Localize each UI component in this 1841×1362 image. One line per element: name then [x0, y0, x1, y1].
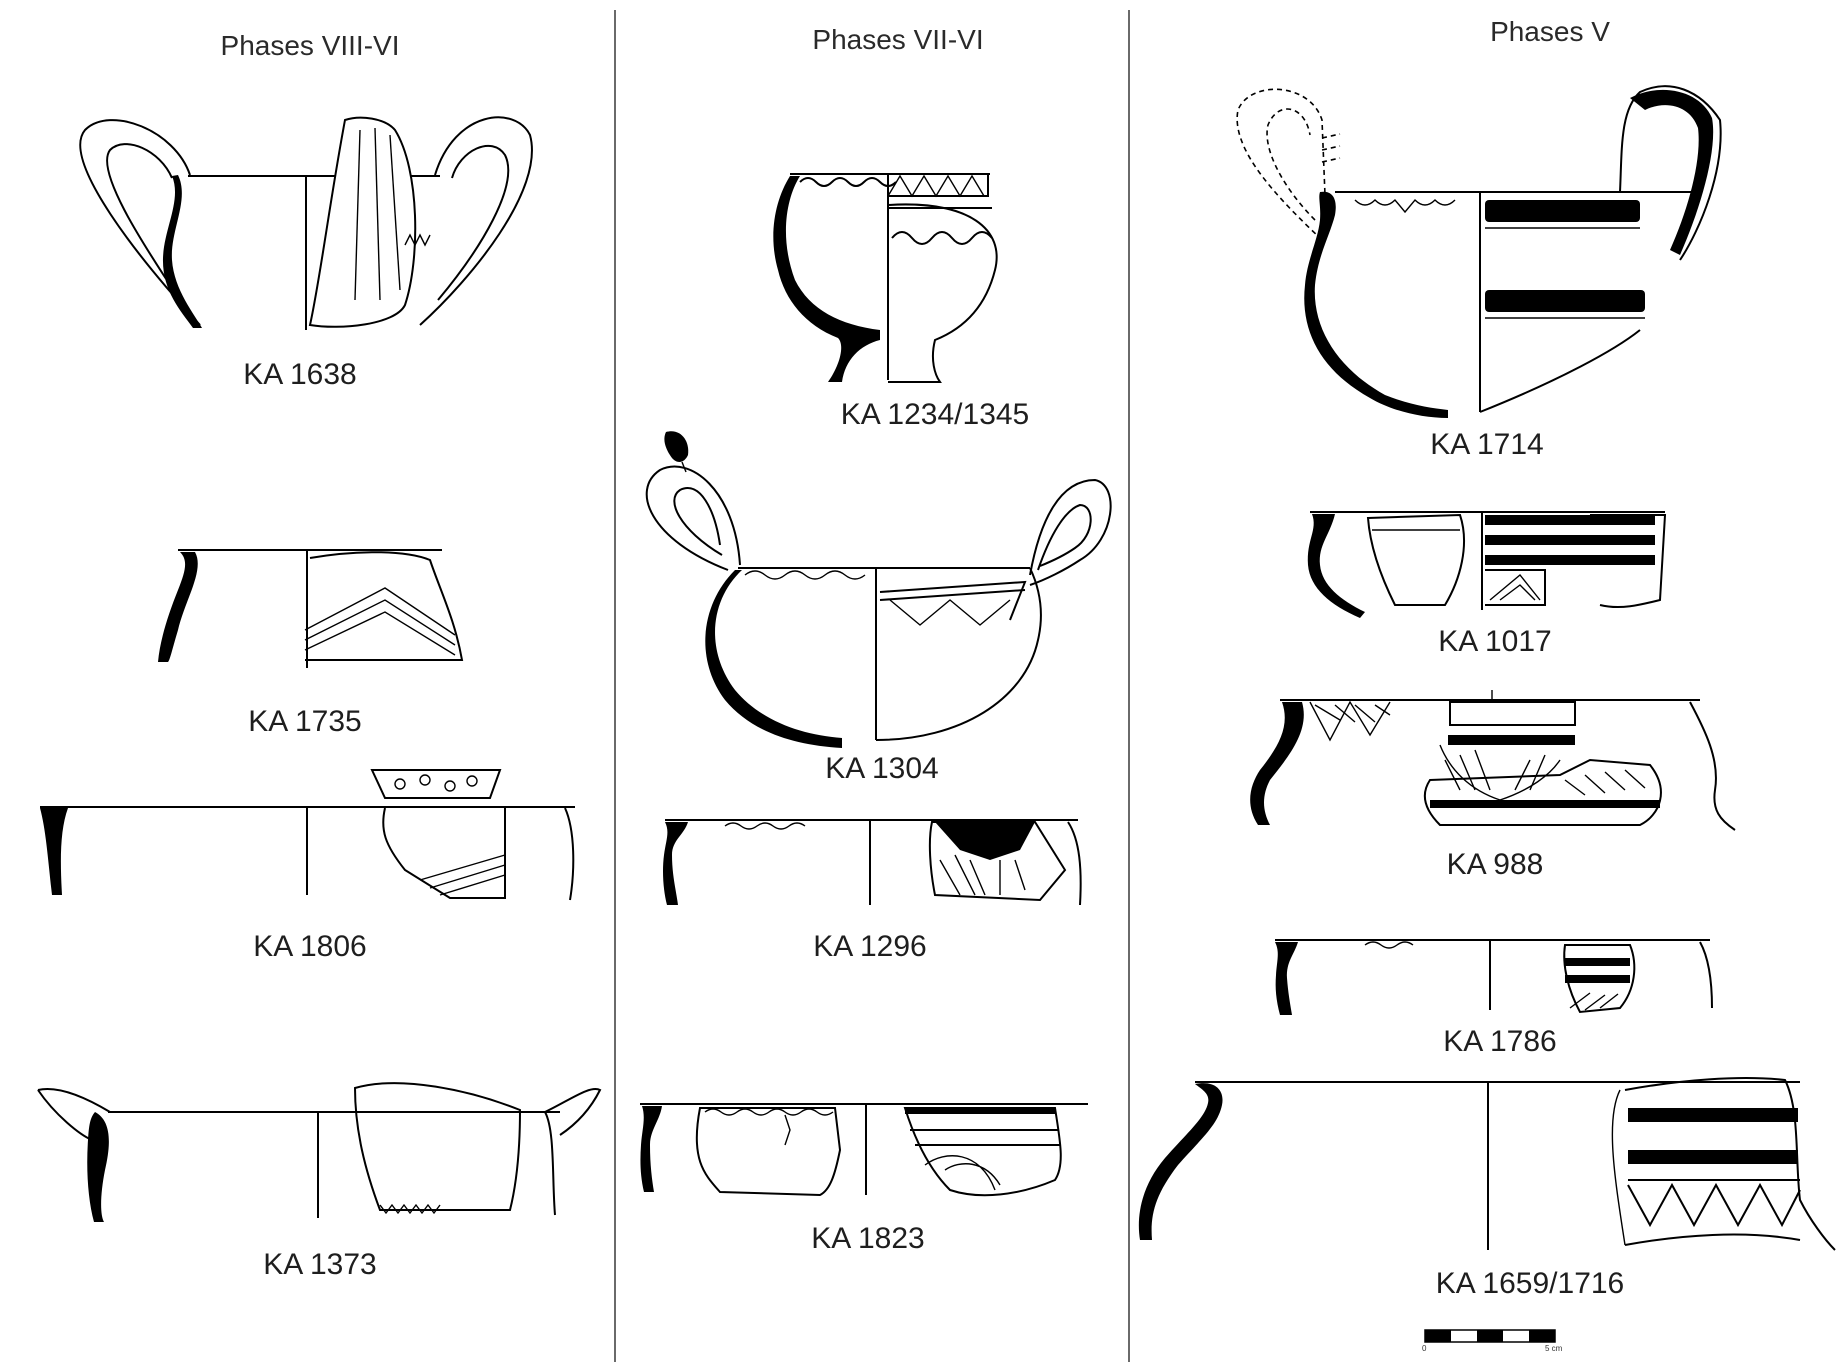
vessel-label-ka-1304: KA 1304 [825, 752, 939, 785]
vessel-label-ka-1017: KA 1017 [1438, 625, 1552, 658]
vessel-drawing-ka-1735 [158, 549, 464, 668]
column-divider-2 [1128, 10, 1130, 1362]
vessel-label-ka-988: KA 988 [1446, 848, 1544, 881]
vessel-drawing-ka-988 [1250, 690, 1736, 831]
vessel-drawing-ka-1638 [79, 116, 533, 330]
scale-bar-start-label: 0 [1422, 1344, 1427, 1353]
vessel-drawing-ka-1373 [37, 1082, 602, 1222]
vessel-drawing-ka-1659-1716 [1138, 1077, 1836, 1251]
vessel-drawing-ka-1234-1345 [773, 173, 998, 383]
vessel-label-ka-1373: KA 1373 [263, 1248, 377, 1281]
scale-bar-end-label: 5 cm [1545, 1344, 1563, 1353]
vessel-drawing-ka-1296 [663, 819, 1082, 906]
vessel-drawing-ka-1714 [1236, 85, 1722, 418]
vessel-drawing-ka-1823 [640, 1103, 1088, 1197]
vessel-drawing-ka-1786 [1275, 939, 1713, 1015]
vessel-label-ka-1786: KA 1786 [1443, 1025, 1557, 1058]
vessel-label-ka-1806: KA 1806 [253, 930, 367, 963]
column-header-1: Phases VIII-VI [220, 30, 400, 61]
vessel-drawing-ka-1017 [1307, 511, 1667, 618]
vessel-label-ka-1234-1345: KA 1234/1345 [840, 398, 1030, 431]
column-header-2: Phases VII-VI [812, 24, 984, 55]
vessel-drawing-ka-1806 [40, 769, 575, 901]
scale-bar [1424, 1329, 1556, 1343]
column-header-3: Phases V [1490, 16, 1610, 47]
vessel-label-ka-1823: KA 1823 [811, 1222, 925, 1255]
column-divider-1 [614, 10, 616, 1362]
vessel-label-ka-1659-1716: KA 1659/1716 [1435, 1267, 1625, 1300]
vessel-label-ka-1296: KA 1296 [813, 930, 927, 963]
vessel-label-ka-1735: KA 1735 [248, 705, 362, 738]
vessel-drawing-ka-1304 [645, 431, 1112, 748]
vessel-label-ka-1638: KA 1638 [243, 358, 357, 391]
vessel-label-ka-1714: KA 1714 [1430, 428, 1544, 461]
